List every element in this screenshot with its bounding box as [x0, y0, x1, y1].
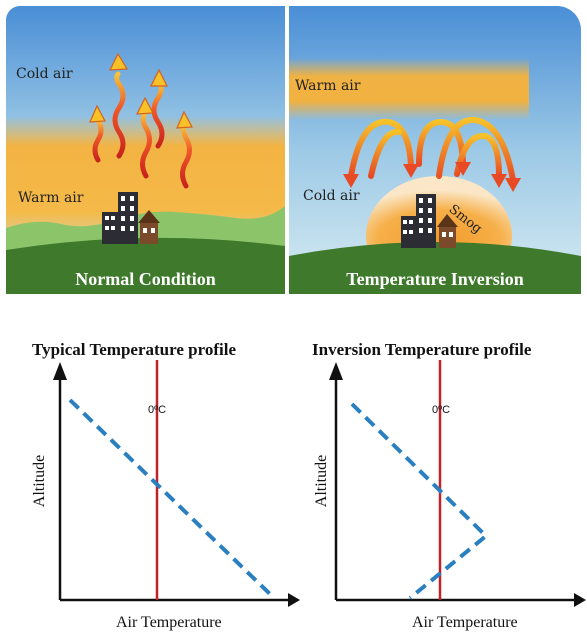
normal-condition-panel: Cold air Warm air Normal Condition — [6, 6, 285, 294]
x-axis-arrow — [288, 593, 300, 607]
altitude-axis-label: Altitude — [313, 454, 330, 508]
zero-degree-label: 0ºC — [148, 404, 167, 416]
x-axis-arrow — [574, 593, 586, 607]
air-temperature-axis-label: Air Temperature — [412, 614, 518, 631]
inversion-profile-graph — [329, 360, 586, 607]
air-temperature-axis-label: Air Temperature — [116, 614, 222, 631]
warm-air-label: Warm air — [18, 190, 84, 206]
typical-profile-graph — [53, 360, 300, 607]
temperature-profile-line — [68, 398, 274, 598]
typical-profile-title: Typical Temperature profile — [32, 340, 236, 359]
temperature-inversion-panel: Warm air Cold air Smog Temperature Inver… — [289, 6, 581, 294]
warm-air-label: Warm air — [295, 78, 361, 94]
y-axis-arrow — [329, 362, 343, 380]
inversion-profile-title: Inversion Temperature profile — [312, 340, 532, 359]
temperature-inversion-illustration — [289, 6, 581, 294]
temperature-profile-line — [350, 402, 489, 600]
city-buildings — [401, 194, 458, 248]
y-axis-arrow — [53, 362, 67, 380]
loop-arrow-heads — [343, 162, 521, 192]
cold-air-label: Cold air — [16, 66, 73, 82]
cold-air-label: Cold air — [303, 188, 360, 204]
zero-degree-label: 0ºC — [432, 404, 451, 416]
altitude-axis-label: Altitude — [31, 454, 48, 508]
rising-heat-arrows — [92, 71, 192, 189]
normal-condition-illustration — [6, 6, 285, 294]
circulation-arrows — [348, 116, 516, 183]
warm-air-band — [289, 58, 529, 120]
city-buildings — [102, 192, 160, 244]
normal-condition-banner: Normal Condition — [6, 264, 285, 294]
arrow-heads — [89, 52, 193, 129]
temperature-inversion-banner: Temperature Inversion — [289, 264, 581, 294]
